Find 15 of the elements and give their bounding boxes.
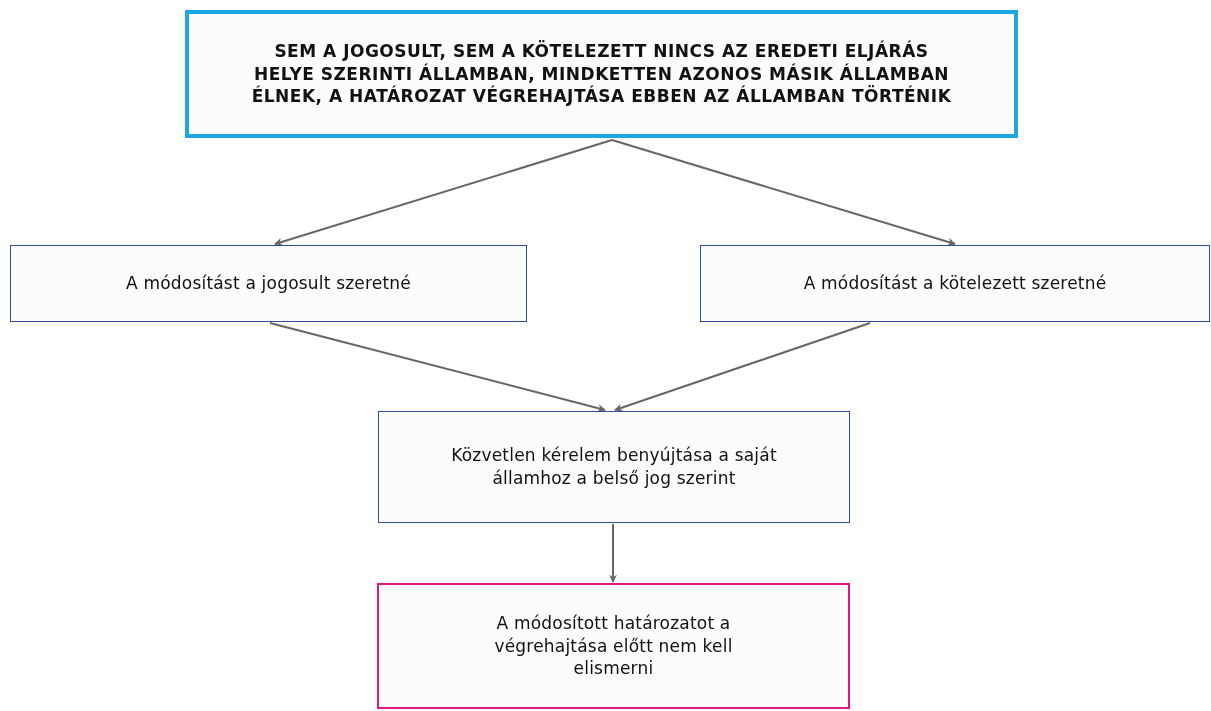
- process-box: [378, 411, 850, 523]
- box-text: A módosítást a kötelezett szeretné: [803, 272, 1107, 295]
- box-text: A módosított határozatot a végrehajtása előtt nem kell elismerni: [493, 611, 734, 681]
- process-box: [10, 245, 527, 322]
- process-box: [377, 583, 850, 709]
- process-box: [185, 10, 1018, 138]
- arrow: [269, 322, 606, 413]
- process-box: [700, 245, 1210, 322]
- box-text: SEM A JOGOSULT, SEM A KÖTELEZETT NINCS AZ EREDETI ELJÁRÁS HELYE SZERINTI ÁLLAMBAN, MINDKETTEN AZONOS MÁSIK ÁLLAMBAN ÉLNEK, A HATÁROZAT VÉGREHAJTÁSA EBBEN AZ ÁLLAMBAN TÖRTÉNIK: [250, 39, 953, 109]
- arrow: [611, 139, 956, 246]
- box-text: A módosítást a jogosult szeretné: [126, 272, 411, 295]
- box-text: Közvetlen kérelem benyújtása a saját államhoz a belső jog szerint: [450, 444, 778, 490]
- arrow: [609, 523, 617, 583]
- arrow: [614, 322, 871, 412]
- arrow: [274, 139, 613, 246]
